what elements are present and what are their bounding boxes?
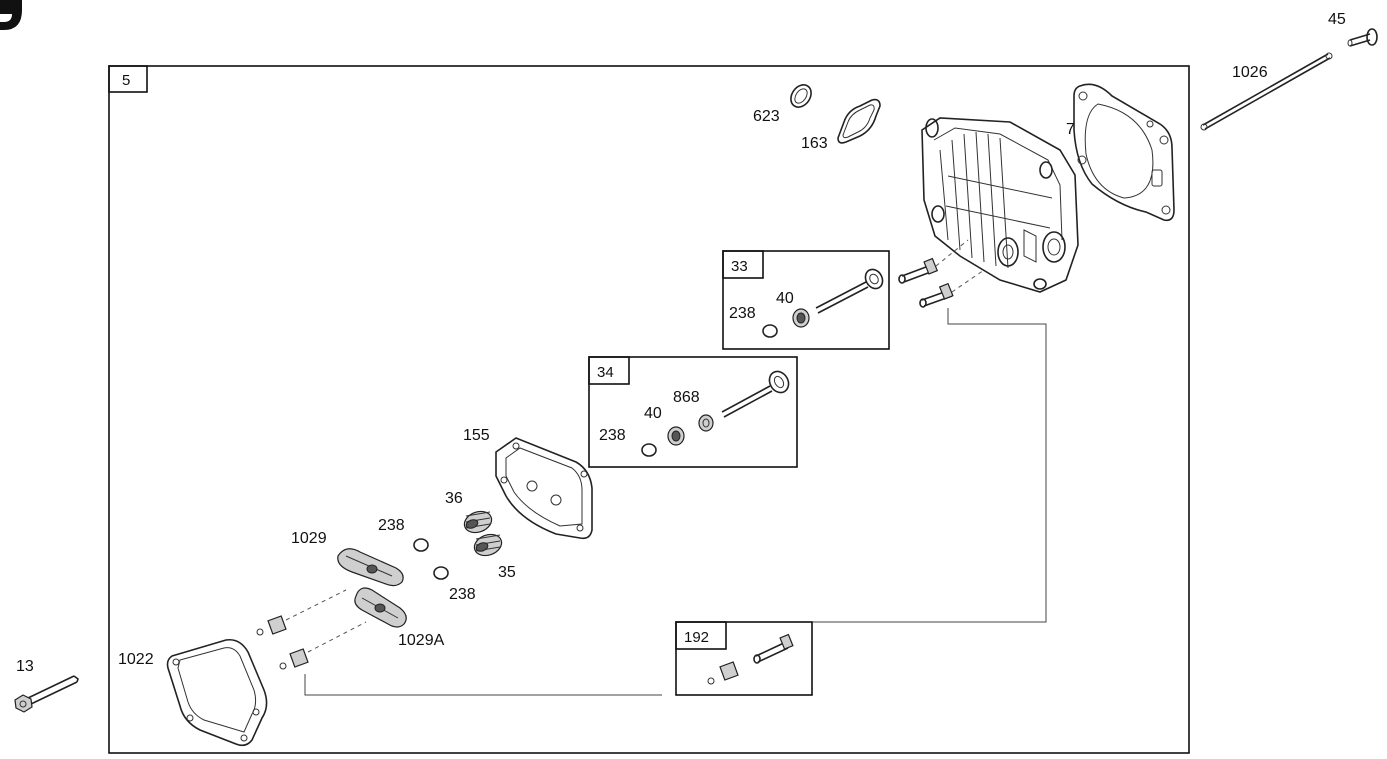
box-34-tag xyxy=(588,356,630,385)
cylinder-head-part xyxy=(921,117,1079,293)
logo-fragment xyxy=(0,0,22,30)
valve-part-box34 xyxy=(721,370,790,418)
retainer-part-lower xyxy=(433,566,449,580)
adjuster-part-upper xyxy=(256,615,287,636)
stud-part-upper xyxy=(898,257,939,284)
cover-gasket-part-1022 xyxy=(166,638,268,747)
label-163: 163 xyxy=(801,135,828,152)
seal-part-623 xyxy=(790,84,812,108)
label-13: 13 xyxy=(16,658,34,675)
retainer-part-box34 xyxy=(641,443,657,457)
gasket-part-163 xyxy=(837,98,881,144)
label-1029a: 1029A xyxy=(398,632,445,649)
label-238-upper: 238 xyxy=(378,517,405,534)
label-1026: 1026 xyxy=(1232,64,1268,81)
box-192-tag xyxy=(675,621,727,650)
label-36: 36 xyxy=(445,490,463,507)
label-7: 7 xyxy=(1066,121,1075,138)
bolt-part-13 xyxy=(14,675,79,713)
box-33-tag-label: 33 xyxy=(731,258,748,275)
box-192 xyxy=(675,621,813,696)
stud-part-lower xyxy=(919,282,954,308)
box-33-tag xyxy=(722,250,764,279)
pushrod-part-1026 xyxy=(1200,52,1333,131)
label-35: 35 xyxy=(498,564,516,581)
label-40-box33: 40 xyxy=(776,290,794,307)
adjuster-part-box192 xyxy=(707,661,739,685)
label-868-box34: 868 xyxy=(673,389,700,406)
label-40-box34: 40 xyxy=(644,405,662,422)
box-34 xyxy=(588,356,798,468)
label-45: 45 xyxy=(1328,11,1346,28)
pin-part-45 xyxy=(1347,28,1378,47)
retainer-part-box33 xyxy=(762,324,778,338)
box-33 xyxy=(722,250,890,350)
label-1022: 1022 xyxy=(118,651,154,668)
label-238-lower: 238 xyxy=(449,586,476,603)
stud-dash-lower xyxy=(951,269,985,293)
spring-part-36 xyxy=(463,510,493,534)
retainer-part-upper xyxy=(413,538,429,552)
head-gasket-part-7 xyxy=(1073,83,1175,222)
box-192-tag-label: 192 xyxy=(684,629,709,646)
reference-line-192-head xyxy=(812,308,1047,623)
gasket-part-155 xyxy=(495,437,593,540)
rocker-arm-part-1029 xyxy=(337,548,404,587)
stud-dash-upper xyxy=(935,239,969,267)
adjuster-part-lower xyxy=(279,648,309,670)
label-1029: 1029 xyxy=(291,530,327,547)
box-34-tag-label: 34 xyxy=(597,364,614,381)
seal-part-box33 xyxy=(792,308,810,328)
adjuster-dash-upper xyxy=(285,589,347,621)
rotator-part-868 xyxy=(698,414,714,432)
reference-line-192-adjuster xyxy=(304,674,662,696)
valve-part-box33 xyxy=(815,268,884,314)
label-238-box34: 238 xyxy=(599,427,626,444)
frame-tag-label: 5 xyxy=(122,72,130,89)
spring-part-35 xyxy=(473,533,503,557)
label-155: 155 xyxy=(463,427,490,444)
adjuster-dash-lower xyxy=(307,621,367,653)
label-623: 623 xyxy=(753,108,780,125)
diagram-frame xyxy=(108,65,1190,754)
rocker-arm-part-1029a xyxy=(354,587,407,628)
seal-part-box34 xyxy=(667,426,685,446)
label-238-box33: 238 xyxy=(729,305,756,322)
frame-tag-box xyxy=(108,65,148,93)
stud-part-box192 xyxy=(753,633,794,664)
